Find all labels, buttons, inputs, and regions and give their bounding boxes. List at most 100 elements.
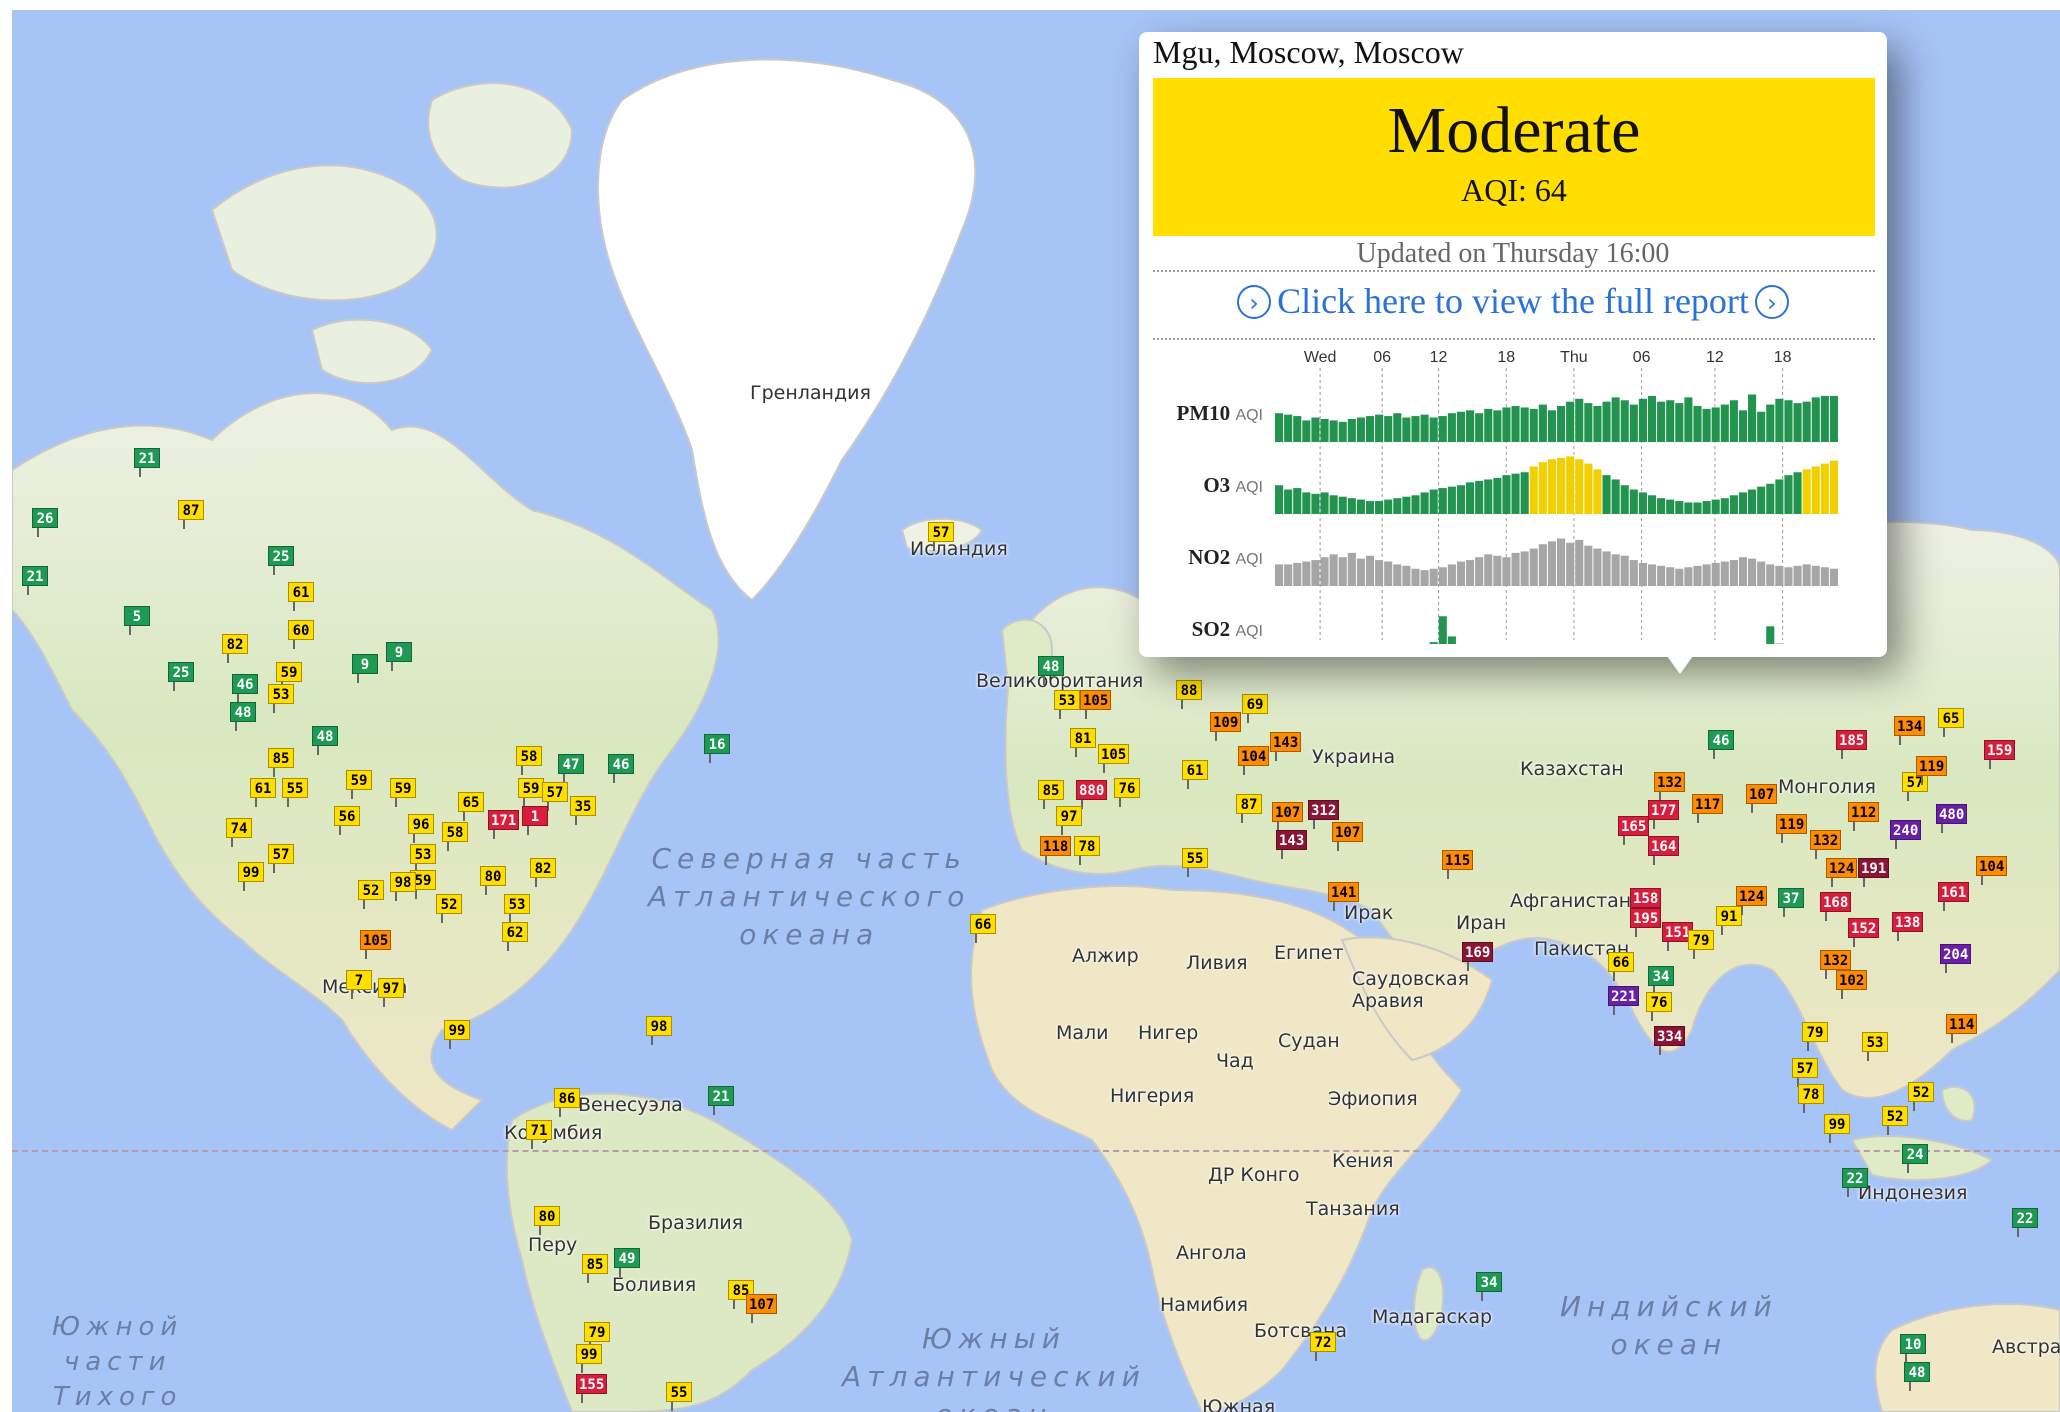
- aqi-marker[interactable]: 105: [1098, 744, 1130, 773]
- aqi-marker[interactable]: 152: [1848, 918, 1880, 947]
- aqi-marker[interactable]: 35: [570, 796, 596, 825]
- aqi-marker[interactable]: 57: [1792, 1058, 1818, 1087]
- aqi-marker[interactable]: 57: [268, 844, 294, 873]
- aqi-marker[interactable]: 53: [1862, 1032, 1888, 1061]
- aqi-marker[interactable]: 98: [390, 872, 416, 901]
- aqi-marker[interactable]: 312: [1308, 800, 1340, 829]
- aqi-marker[interactable]: 80: [480, 866, 506, 895]
- aqi-marker[interactable]: 59: [410, 870, 436, 899]
- aqi-marker[interactable]: 52: [1908, 1082, 1934, 1111]
- aqi-marker[interactable]: 61: [1182, 760, 1208, 789]
- aqi-marker[interactable]: 104: [1238, 746, 1270, 775]
- aqi-marker[interactable]: 25: [268, 546, 294, 575]
- aqi-marker[interactable]: 107: [1332, 822, 1364, 851]
- aqi-marker[interactable]: 86: [554, 1088, 580, 1117]
- aqi-marker[interactable]: 78: [1074, 836, 1100, 865]
- aqi-marker[interactable]: 91: [1716, 906, 1742, 935]
- aqi-marker[interactable]: 21: [22, 566, 48, 595]
- aqi-marker[interactable]: 880: [1076, 780, 1108, 809]
- aqi-marker[interactable]: 85: [1038, 780, 1064, 809]
- aqi-marker[interactable]: 118: [1040, 836, 1072, 865]
- aqi-marker[interactable]: 107: [1272, 802, 1304, 831]
- aqi-marker[interactable]: 49: [614, 1248, 640, 1277]
- aqi-marker[interactable]: 16: [704, 734, 730, 763]
- aqi-marker[interactable]: 56: [334, 806, 360, 835]
- aqi-marker[interactable]: 52: [358, 880, 384, 909]
- aqi-marker[interactable]: 97: [378, 978, 404, 1007]
- aqi-marker[interactable]: 48: [1904, 1362, 1930, 1391]
- aqi-marker[interactable]: 22: [2012, 1208, 2038, 1237]
- aqi-marker[interactable]: 52: [436, 894, 462, 923]
- aqi-marker[interactable]: 1: [522, 806, 548, 835]
- aqi-marker[interactable]: 114: [1946, 1014, 1978, 1043]
- aqi-marker[interactable]: 48: [312, 726, 338, 755]
- aqi-marker[interactable]: 138: [1892, 912, 1924, 941]
- aqi-marker[interactable]: 132: [1810, 830, 1842, 859]
- aqi-marker[interactable]: 61: [288, 582, 314, 611]
- aqi-marker[interactable]: 55: [666, 1382, 692, 1411]
- aqi-marker[interactable]: 164: [1648, 836, 1680, 865]
- aqi-marker[interactable]: 78: [1798, 1084, 1824, 1113]
- aqi-marker[interactable]: 57: [928, 522, 954, 551]
- aqi-marker[interactable]: 168: [1820, 892, 1852, 921]
- aqi-marker[interactable]: 58: [442, 822, 468, 851]
- aqi-marker[interactable]: 134: [1894, 716, 1926, 745]
- aqi-marker[interactable]: 99: [238, 862, 264, 891]
- aqi-marker[interactable]: 141: [1328, 882, 1360, 911]
- aqi-marker[interactable]: 76: [1646, 992, 1672, 1021]
- aqi-marker[interactable]: 53: [268, 684, 294, 713]
- aqi-marker[interactable]: 65: [1938, 708, 1964, 737]
- aqi-marker[interactable]: 119: [1916, 756, 1948, 785]
- aqi-marker[interactable]: 99: [576, 1344, 602, 1373]
- aqi-marker[interactable]: 124: [1826, 858, 1858, 887]
- aqi-marker[interactable]: 177: [1648, 800, 1680, 829]
- aqi-marker[interactable]: 221: [1608, 986, 1640, 1015]
- aqi-marker[interactable]: 34: [1476, 1272, 1502, 1301]
- aqi-marker[interactable]: 22: [1842, 1168, 1868, 1197]
- aqi-marker[interactable]: 58: [516, 746, 542, 775]
- aqi-marker[interactable]: 112: [1848, 802, 1880, 831]
- aqi-marker[interactable]: 107: [1746, 784, 1778, 813]
- aqi-marker[interactable]: 26: [32, 508, 58, 537]
- aqi-marker[interactable]: 37: [1778, 888, 1804, 917]
- aqi-marker[interactable]: 72: [1310, 1332, 1336, 1361]
- aqi-marker[interactable]: 59: [346, 770, 372, 799]
- aqi-marker[interactable]: 161: [1938, 882, 1970, 911]
- aqi-marker[interactable]: 109: [1210, 712, 1242, 741]
- aqi-marker[interactable]: 55: [282, 778, 308, 807]
- aqi-marker[interactable]: 65: [458, 792, 484, 821]
- aqi-marker[interactable]: 480: [1936, 804, 1968, 833]
- aqi-marker[interactable]: 155: [576, 1374, 608, 1403]
- aqi-marker[interactable]: 102: [1836, 970, 1868, 999]
- aqi-marker[interactable]: 66: [970, 914, 996, 943]
- aqi-marker[interactable]: 87: [1236, 794, 1262, 823]
- aqi-marker[interactable]: 81: [1070, 728, 1096, 757]
- aqi-marker[interactable]: 46: [608, 754, 634, 783]
- aqi-marker[interactable]: 105: [360, 930, 392, 959]
- aqi-marker[interactable]: 240: [1890, 820, 1922, 849]
- aqi-marker[interactable]: 98: [646, 1016, 672, 1045]
- aqi-marker[interactable]: 85: [582, 1254, 608, 1283]
- aqi-marker[interactable]: 5: [124, 606, 150, 635]
- aqi-marker[interactable]: 88: [1176, 680, 1202, 709]
- aqi-marker[interactable]: 158: [1630, 888, 1662, 917]
- aqi-marker[interactable]: 47: [558, 754, 584, 783]
- aqi-marker[interactable]: 34: [1648, 966, 1674, 995]
- aqi-marker[interactable]: 159: [1984, 740, 2016, 769]
- aqi-marker[interactable]: 97: [1056, 806, 1082, 835]
- aqi-marker[interactable]: 59: [518, 778, 544, 807]
- aqi-marker[interactable]: 46: [232, 674, 258, 703]
- aqi-marker[interactable]: 71: [526, 1120, 552, 1149]
- aqi-marker[interactable]: 82: [530, 858, 556, 887]
- aqi-marker[interactable]: 53: [410, 844, 436, 873]
- aqi-marker[interactable]: 52: [1882, 1106, 1908, 1135]
- aqi-marker[interactable]: 105: [1080, 690, 1112, 719]
- aqi-marker[interactable]: 60: [288, 620, 314, 649]
- aqi-marker[interactable]: 21: [708, 1086, 734, 1115]
- aqi-marker[interactable]: 87: [178, 500, 204, 529]
- aqi-marker[interactable]: 204: [1940, 944, 1972, 973]
- aqi-marker[interactable]: 85: [268, 748, 294, 777]
- aqi-marker[interactable]: 107: [746, 1294, 778, 1323]
- aqi-marker[interactable]: 151: [1662, 922, 1694, 951]
